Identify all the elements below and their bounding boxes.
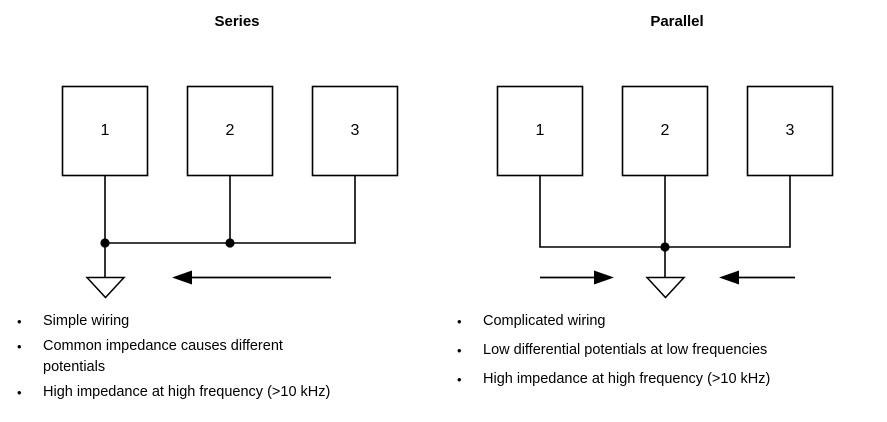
series-bullet-1: Simple wiring [43, 313, 130, 329]
parallel-current-arrow-left-head [594, 270, 614, 285]
series-box-3-label: 3 [350, 122, 360, 139]
bullet-glyph-icon: • [17, 314, 22, 329]
bullet-glyph-icon: • [457, 343, 462, 358]
panel-title-parallel: Parallel [650, 13, 704, 30]
parallel-box-3-label: 3 [785, 122, 795, 139]
list-item: • High impedance at high frequency (>10 … [457, 369, 882, 390]
bullet-glyph-icon: • [457, 314, 462, 329]
series-bullet-list: • Simple wiring • Common impedance cause… [17, 311, 437, 407]
parallel-box-3 [746, 85, 834, 177]
bullet-glyph-icon: • [457, 372, 462, 387]
parallel-box-2 [621, 85, 709, 177]
list-item: • High impedance at high frequency (>10 … [17, 382, 437, 403]
series-box-1-label: 1 [100, 122, 110, 139]
series-bullet-3: High impedance at high frequency (>10 kH… [43, 384, 331, 400]
parallel-box-1-label: 1 [535, 122, 545, 139]
series-box-2-label: 2 [225, 122, 235, 139]
parallel-box-1 [496, 85, 584, 177]
parallel-bullet-2: Low differential potentials at low frequ… [483, 342, 768, 358]
parallel-panel-graphics [496, 85, 834, 299]
series-current-arrow-head [172, 270, 192, 285]
list-item: • Low differential potentials at low fre… [457, 340, 882, 361]
parallel-box-2-label: 2 [660, 122, 670, 139]
list-item: • Simple wiring [17, 311, 437, 332]
list-item: • Complicated wiring [457, 311, 882, 332]
parallel-drop-line-3 [665, 175, 791, 248]
list-item: • Common impedance causes different pote… [17, 336, 437, 378]
parallel-ground-icon [645, 276, 686, 299]
parallel-bullet-3: High impedance at high frequency (>10 kH… [483, 371, 771, 387]
parallel-bullet-1: Complicated wiring [483, 313, 606, 329]
series-ground-icon [85, 276, 126, 299]
bullet-glyph-icon: • [17, 385, 22, 400]
bullet-glyph-icon: • [17, 339, 22, 354]
series-box-2 [186, 85, 274, 177]
series-box-3 [311, 85, 399, 177]
parallel-drop-line-1 [539, 175, 665, 248]
series-junction-dot-2 [225, 238, 235, 248]
panel-title-series: Series [214, 13, 260, 30]
parallel-bullet-list: • Complicated wiring • Low differential … [457, 311, 882, 398]
series-panel-graphics [61, 85, 399, 299]
series-box-1 [61, 85, 149, 177]
series-bullet-2: Common impedance causes different potent… [43, 338, 283, 375]
parallel-current-arrow-right-head [719, 270, 739, 285]
